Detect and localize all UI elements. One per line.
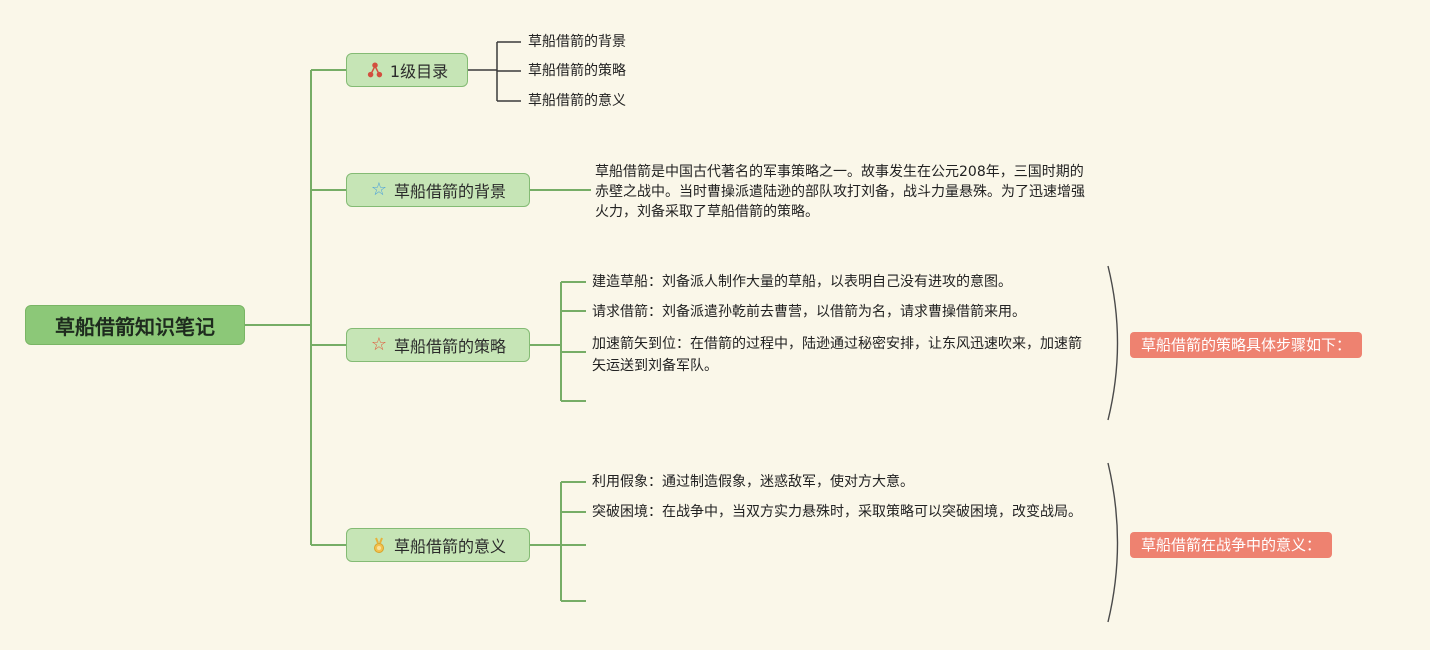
star-icon: ☆ [370,179,388,200]
curly-brace [1107,265,1119,623]
callout-meaning[interactable]: 草船借箭在战争中的意义： [1130,532,1333,558]
child-topic[interactable]: 草船借箭的背景 [528,34,626,50]
branch-label: 草船借箭的背景 [393,182,506,201]
branch-label: 草船借箭的策略 [393,337,506,356]
child-topic[interactable]: 草船借箭的意义 [528,93,626,109]
star-icon: ☆ [370,334,388,355]
callout-strategy[interactable]: 草船借箭的策略具体步骤如下： [1130,332,1363,358]
branch-node-meaning[interactable]: 草船借箭的意义 [346,528,530,562]
child-topic[interactable]: 加速箭矢到位：在借箭的过程中，陆逊通过秘密安排，让东风迅速吹来，加速箭矢运送到刘… [592,336,1082,374]
child-topic[interactable]: 利用假象：通过制造假象，迷惑敌军，使对方大意。 [592,474,914,490]
branch-node-background[interactable]: ☆ 草船借箭的背景 [346,173,530,207]
root-label: 草船借箭知识笔记 [55,314,215,339]
branch-label: 1级目录 [389,62,449,81]
paragraph-topic[interactable]: 草船借箭是中国古代著名的军事策略之一。故事发生在公元208年，三国时期的赤壁之战… [595,164,1085,220]
child-topic[interactable]: 突破困境：在战争中，当双方实力悬殊时，采取策略可以突破困境，改变战局。 [592,504,1082,520]
sitemap-icon [366,61,384,79]
branch-label: 草船借箭的意义 [393,537,506,556]
medal-icon [370,536,388,554]
root-node[interactable]: 草船借箭知识笔记 [25,305,245,345]
child-topic[interactable]: 请求借箭：刘备派遣孙乾前去曹营，以借箭为名，请求曹操借箭来用。 [592,304,1026,320]
child-topic[interactable]: 草船借箭的策略 [528,63,626,79]
branch-node-catalog[interactable]: 1级目录 [346,53,468,87]
child-topic[interactable]: 建造草船：刘备派人制作大量的草船，以表明自己没有进攻的意图。 [592,274,1012,290]
branch-node-strategy[interactable]: ☆ 草船借箭的策略 [346,328,530,362]
